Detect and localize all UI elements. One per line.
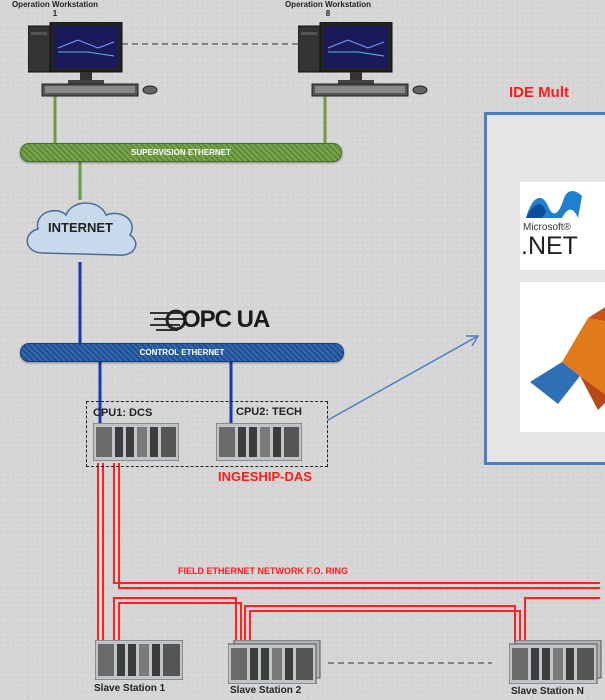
field-ring [97, 463, 600, 642]
dotnet-brand: Microsoft® [523, 222, 571, 233]
supervision-ethernet-label: SUPERVISION ETHERNET [131, 148, 231, 157]
cpu1-rack[interactable] [92, 422, 180, 466]
workstation-8-icon[interactable] [297, 21, 433, 103]
workstation-1-label: Operation Workstation 1 [11, 0, 99, 18]
plc-rack-icon [227, 639, 321, 685]
supervision-ethernet-bus[interactable]: SUPERVISION ETHERNET [20, 143, 342, 162]
cloud-icon [26, 202, 137, 256]
ingeship-das-box [86, 401, 328, 467]
ingeship-das-label: INGESHIP-DAS [218, 469, 312, 484]
opc-logo-icon [150, 309, 186, 331]
cpu2-label: CPU2: TECH [236, 406, 303, 418]
plc-rack-icon [94, 639, 184, 681]
slave-station-1-label: Slave Station 1 [94, 683, 166, 694]
field-network-label: FIELD ETHERNET NETWORK F.O. RING [178, 566, 348, 576]
control-ethernet-label: CONTROL ETHERNET [139, 348, 225, 357]
matlab-membrane-icon [530, 307, 605, 410]
dotnet-wave-icon [526, 191, 582, 218]
das-ide-arrow [327, 335, 479, 421]
ide-title: IDE Mult [509, 84, 569, 101]
slave-station-2-rack[interactable] [227, 639, 322, 689]
plc-rack-icon [92, 422, 180, 462]
control-ethernet-bus[interactable]: CONTROL ETHERNET [20, 343, 344, 362]
computer-icon [297, 21, 428, 97]
internet-cloud[interactable]: INTERNET [18, 195, 143, 270]
slave-station-2-label: Slave Station 2 [230, 685, 302, 696]
slave-station-n-label: Slave Station N [511, 686, 584, 697]
das-ide-arrowhead [466, 335, 480, 347]
cpu2-rack[interactable] [215, 422, 303, 466]
matlab-logo [520, 282, 605, 432]
plc-rack-icon [215, 422, 303, 462]
dotnet-name: .NET [521, 232, 578, 260]
slave-station-n-rack[interactable] [508, 639, 605, 689]
workstation-1-icon[interactable] [27, 21, 163, 103]
workstation-8-label: Operation Workstation 8 [284, 0, 372, 18]
plc-rack-icon [508, 639, 602, 685]
dotnet-logo: Microsoft® .NET [520, 182, 605, 270]
cpu1-label: CPU1: DCS [93, 407, 153, 419]
internet-label: INTERNET [48, 220, 113, 235]
slave-station-1-rack[interactable] [94, 639, 184, 685]
opc-ua-logo: OPC UA [150, 306, 270, 333]
opc-ua-text: OPC UA [182, 306, 270, 333]
computer-icon [27, 21, 158, 97]
